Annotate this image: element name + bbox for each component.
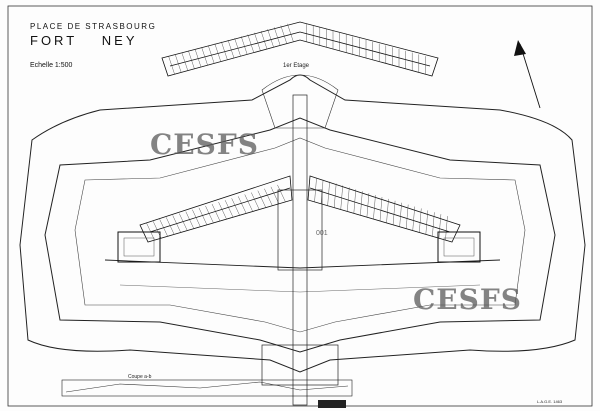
cell-divider — [188, 50, 195, 69]
cell-divider — [244, 194, 253, 212]
cell-divider — [172, 215, 181, 233]
cell-divider — [445, 216, 448, 241]
right-caponier-inner — [443, 237, 475, 257]
cell-divider — [340, 185, 343, 210]
cell-divider — [274, 27, 281, 46]
cell-divider — [254, 32, 261, 51]
right-caponier — [437, 231, 481, 263]
cell-divider — [198, 207, 208, 225]
cell-divider — [347, 187, 350, 212]
cell-divider — [185, 211, 194, 229]
cell-divider — [234, 38, 241, 57]
sheet-reference: L.A.G.E. 1463 — [537, 399, 563, 404]
cell-divider — [366, 193, 370, 218]
section-label: Coupe a-b — [128, 374, 152, 380]
cell-divider — [168, 56, 175, 75]
cell-divider — [277, 184, 286, 202]
cell-divider — [419, 208, 422, 233]
casemate-right-wing — [307, 175, 461, 243]
section-profile — [65, 381, 349, 393]
cell-divider — [333, 183, 337, 208]
cell-divider — [218, 202, 227, 220]
fort-label: FORT — [30, 33, 78, 48]
casemate-cells — [146, 177, 448, 241]
section-strip — [61, 379, 353, 397]
cell-divider — [287, 23, 294, 42]
cell-divider — [373, 195, 376, 220]
cell-divider — [201, 47, 208, 66]
north-arrow-icon — [514, 40, 541, 109]
cell-divider — [192, 209, 201, 227]
cell-divider — [179, 213, 188, 231]
cell-divider — [412, 206, 415, 231]
cell-divider — [257, 190, 266, 208]
cell-divider — [211, 203, 221, 222]
cell-divider — [260, 30, 268, 50]
cell-divider — [175, 54, 182, 73]
cell-divider — [208, 45, 215, 64]
cell-divider — [392, 200, 396, 225]
cell-divider — [438, 214, 442, 239]
cell-divider — [227, 39, 235, 59]
gorge-line — [104, 259, 501, 269]
fort-name: NEY — [101, 33, 138, 48]
left-caponier-inner — [123, 237, 155, 257]
cell-divider — [425, 210, 429, 235]
cell-divider — [264, 188, 273, 206]
room-number: 001 — [316, 230, 328, 237]
watermark-upper: CESFS — [150, 128, 259, 161]
cell-divider — [353, 189, 357, 214]
upper-floor-cells — [168, 23, 426, 75]
title-block: PLACE DE STRASBOURG FORT NEY Echelle 1:5… — [30, 22, 156, 69]
glacis-outline — [19, 74, 586, 373]
place-label: PLACE DE STRASBOURG — [30, 22, 157, 31]
cell-divider — [166, 217, 175, 235]
cell-divider — [386, 198, 389, 223]
cell-divider — [241, 36, 248, 55]
cell-divider — [360, 191, 363, 216]
fort-title: FORT NEY — [30, 33, 156, 48]
cell-divider — [181, 52, 188, 71]
cell-divider — [327, 181, 330, 206]
cell-divider — [280, 25, 287, 44]
gorge-line-2 — [119, 284, 481, 293]
floor-label: 1er Etage — [283, 63, 310, 69]
cell-divider — [231, 198, 240, 216]
cell-divider — [238, 196, 247, 214]
cell-divider — [379, 196, 383, 222]
sheet-border — [7, 5, 593, 407]
cell-divider — [251, 192, 260, 210]
watermark-lower: CESFS — [413, 283, 522, 316]
gate-block — [261, 344, 339, 386]
cell-divider — [399, 202, 402, 227]
central-block — [277, 189, 323, 271]
inner-rampart — [74, 137, 526, 333]
cell-divider — [432, 212, 435, 237]
cell-divider — [194, 48, 202, 68]
cell-divider — [159, 219, 168, 237]
rampart-outline — [44, 117, 556, 353]
cell-divider — [224, 200, 234, 218]
casemate-left-wing — [139, 175, 293, 243]
dark-patch — [318, 400, 346, 408]
redan-top — [261, 74, 339, 129]
cell-divider — [214, 43, 221, 62]
cell-divider — [221, 41, 228, 60]
cell-divider — [405, 204, 409, 229]
cell-divider — [247, 34, 254, 53]
scale-label: Echelle 1:500 — [30, 62, 73, 69]
cell-divider — [205, 205, 214, 223]
central-corridor — [292, 94, 308, 406]
cell-divider — [270, 186, 280, 204]
cell-divider — [267, 29, 274, 48]
left-caponier — [117, 231, 161, 263]
